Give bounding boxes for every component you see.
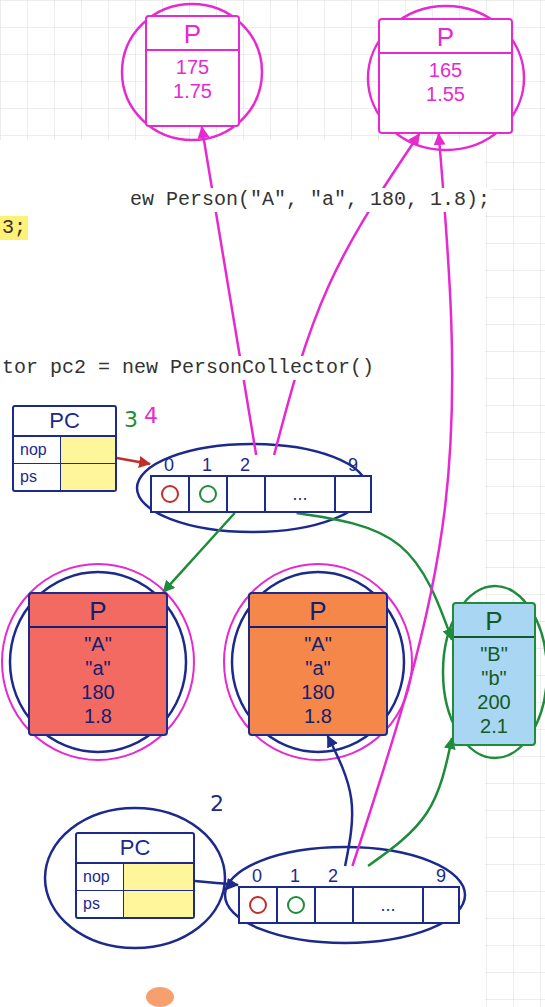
array-cell bbox=[334, 475, 372, 513]
array-box: 012 9... bbox=[238, 866, 460, 924]
field-value: 1.75 bbox=[155, 79, 230, 103]
hand-circle bbox=[368, 6, 524, 150]
field-value: 175 bbox=[155, 55, 230, 79]
array-index bbox=[264, 455, 334, 475]
object-box: P 1651.55 bbox=[378, 18, 513, 134]
field-value: "B" bbox=[462, 642, 526, 666]
class-name: PC bbox=[14, 407, 115, 437]
array-index: 9 bbox=[334, 455, 372, 475]
field-value: 180 bbox=[38, 680, 158, 704]
hand-circle bbox=[45, 808, 225, 948]
array-ellipsis: ... bbox=[292, 484, 307, 504]
hand-circle bbox=[2, 564, 194, 760]
array-index: 0 bbox=[150, 455, 188, 475]
field-name: ps bbox=[14, 464, 61, 490]
object-box: PCnopps bbox=[75, 832, 195, 919]
reference-arrow bbox=[117, 458, 150, 464]
array-box: 012 9... bbox=[150, 455, 372, 513]
field-row: ps bbox=[14, 464, 115, 490]
array-cell bbox=[188, 475, 226, 513]
array-index: 9 bbox=[422, 866, 460, 886]
field-value: "a" bbox=[258, 656, 378, 680]
array-cell bbox=[422, 886, 460, 924]
field-row: nop bbox=[77, 864, 193, 891]
object-box: P "A""a"1801.8 bbox=[248, 592, 388, 736]
field-slot bbox=[61, 437, 115, 463]
array-index: 1 bbox=[188, 455, 226, 475]
field-slot bbox=[124, 864, 193, 890]
array-ellipsis: ... bbox=[380, 895, 395, 915]
field-slot bbox=[124, 891, 193, 917]
field-value: "A" bbox=[38, 632, 158, 656]
handwritten-number: 4 bbox=[142, 404, 160, 428]
hand-circle bbox=[224, 564, 412, 760]
field-name: ps bbox=[77, 891, 124, 917]
hand-circle bbox=[122, 4, 262, 140]
array-index: 1 bbox=[276, 866, 314, 886]
class-name: P bbox=[30, 596, 166, 628]
array-cell bbox=[226, 475, 264, 513]
array-index: 2 bbox=[314, 866, 352, 886]
hand-circle bbox=[10, 572, 186, 752]
reference-arrow bbox=[368, 738, 452, 866]
field-value: 165 bbox=[388, 58, 503, 82]
class-name: P bbox=[454, 606, 534, 638]
field-value: 200 bbox=[462, 690, 526, 714]
reference-dot bbox=[199, 485, 217, 503]
reference-arrow bbox=[328, 736, 353, 866]
reference-dot bbox=[249, 896, 267, 914]
code-line: 3; bbox=[0, 216, 28, 240]
field-value: 1.8 bbox=[258, 704, 378, 728]
slide-area bbox=[0, 140, 485, 1007]
field-value: 180 bbox=[258, 680, 378, 704]
reference-arrow bbox=[163, 513, 235, 592]
class-name: P bbox=[250, 596, 386, 628]
array-index: 0 bbox=[238, 866, 276, 886]
array-cells: ... bbox=[150, 475, 372, 513]
array-cell bbox=[276, 886, 314, 924]
handwritten-number: 3 bbox=[122, 408, 140, 432]
array-cells: ... bbox=[238, 886, 460, 924]
field-name: nop bbox=[14, 437, 61, 463]
hand-circle bbox=[232, 572, 404, 752]
reference-dot bbox=[287, 896, 305, 914]
object-box: P 1751.75 bbox=[145, 15, 240, 127]
handwritten-number: 2 bbox=[208, 792, 226, 816]
array-cell bbox=[238, 886, 276, 924]
array-index: 2 bbox=[226, 455, 264, 475]
field-value: 1.8 bbox=[38, 704, 158, 728]
class-name: P bbox=[380, 22, 511, 54]
class-name: PC bbox=[77, 834, 193, 864]
reference-arrow bbox=[202, 127, 256, 455]
reference-dot bbox=[161, 485, 179, 503]
array-cell bbox=[150, 475, 188, 513]
array-cell: ... bbox=[264, 475, 334, 513]
object-box: P "A""a"1801.8 bbox=[28, 592, 168, 736]
field-value: 2.1 bbox=[462, 714, 526, 738]
index-row: 012 9 bbox=[150, 455, 372, 475]
object-box: P "B""b"2002.1 bbox=[452, 602, 536, 746]
highlight-blob bbox=[146, 987, 174, 1007]
array-cell bbox=[314, 886, 352, 924]
field-value: "a" bbox=[38, 656, 158, 680]
reference-arrow bbox=[195, 881, 238, 885]
index-row: 012 9 bbox=[238, 866, 460, 886]
field-name: nop bbox=[77, 864, 124, 890]
object-box: PCnopps bbox=[12, 405, 117, 492]
field-slot bbox=[61, 464, 115, 490]
field-row: ps bbox=[77, 891, 193, 917]
code-line: tor pc2 = new PersonCollector() bbox=[0, 356, 376, 380]
class-name: P bbox=[147, 19, 238, 51]
hand-circle bbox=[443, 586, 545, 758]
field-value: "A" bbox=[258, 632, 378, 656]
array-cell: ... bbox=[352, 886, 422, 924]
code-line: ew Person("A", "a", 180, 1.8); bbox=[128, 188, 492, 212]
reference-arrow bbox=[274, 134, 419, 455]
field-value: 1.55 bbox=[388, 82, 503, 106]
field-row: nop bbox=[14, 437, 115, 464]
array-index bbox=[352, 866, 422, 886]
field-value: "b" bbox=[462, 666, 526, 690]
